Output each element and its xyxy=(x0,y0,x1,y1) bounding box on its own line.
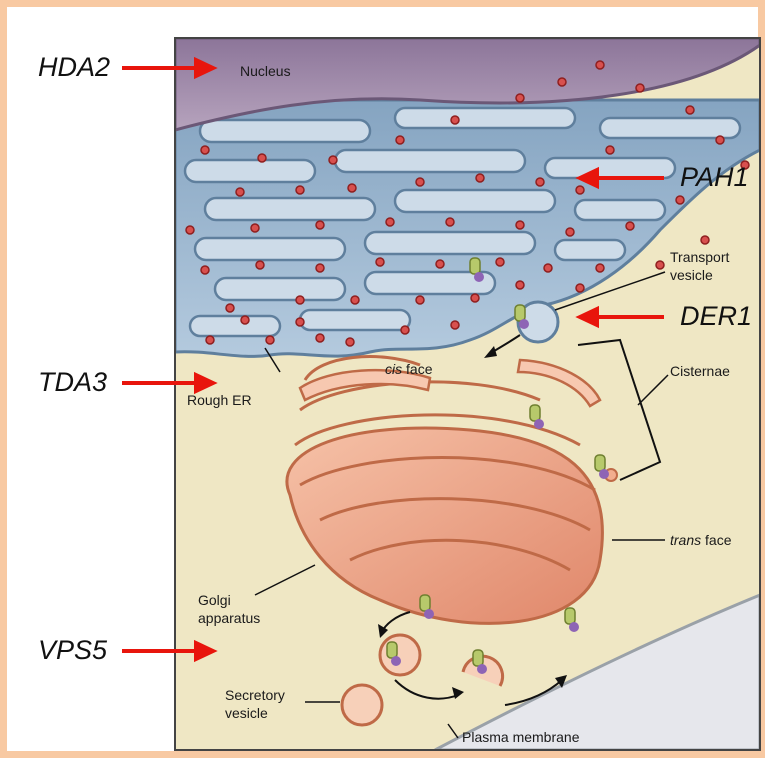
label-cisternae: Cisternae xyxy=(670,363,730,379)
label-golgi-1: Golgi xyxy=(198,592,231,608)
ribosome xyxy=(396,136,404,144)
gene-label-pah1: PAH1 xyxy=(680,162,749,193)
ribosome xyxy=(656,261,664,269)
ribosome xyxy=(536,178,544,186)
ribosome xyxy=(576,186,584,194)
ribosome xyxy=(558,78,566,86)
ribosome xyxy=(206,336,214,344)
ribosome xyxy=(376,258,384,266)
ribosome xyxy=(201,266,209,274)
ribosome xyxy=(701,236,709,244)
golgi-vesicle xyxy=(380,635,420,675)
ribosome xyxy=(416,178,424,186)
ribosome xyxy=(296,186,304,194)
ribosome xyxy=(436,260,444,268)
label-rough-er: Rough ER xyxy=(187,392,252,408)
gene-label-hda2: HDA2 xyxy=(38,52,110,83)
ribosome xyxy=(386,218,394,226)
ribosome xyxy=(266,336,274,344)
ribosome xyxy=(451,321,459,329)
ribosome xyxy=(258,154,266,162)
ribosome xyxy=(596,61,604,69)
label-nucleus: Nucleus xyxy=(240,63,291,79)
gene-label-der1: DER1 xyxy=(680,301,752,332)
ribosome xyxy=(251,224,259,232)
label-secretory-vesicle-1: Secretory xyxy=(225,687,285,703)
ribosome xyxy=(241,316,249,324)
label-cis-face: cis face xyxy=(385,361,433,377)
ribosome xyxy=(446,218,454,226)
ribosome xyxy=(626,222,634,230)
ribosome xyxy=(716,136,724,144)
ribosome xyxy=(544,264,552,272)
gene-label-vps5: VPS5 xyxy=(38,635,107,666)
ribosome xyxy=(636,84,644,92)
ribosome xyxy=(596,264,604,272)
ribosome xyxy=(236,188,244,196)
ribosome xyxy=(401,326,409,334)
ribosome xyxy=(516,281,524,289)
ribosome xyxy=(226,304,234,312)
ribosome xyxy=(329,156,337,164)
label-plasma-membrane: Plasma membrane xyxy=(462,729,580,745)
ribosome xyxy=(296,296,304,304)
label-secretory-vesicle-2: vesicle xyxy=(225,705,268,721)
ribosome xyxy=(201,146,209,154)
ribosome xyxy=(296,318,304,326)
ribosome xyxy=(316,334,324,342)
secretory-vesicle xyxy=(342,685,382,725)
label-transport-vesicle-2: vesicle xyxy=(670,267,713,283)
ribosome xyxy=(676,196,684,204)
ribosome xyxy=(186,226,194,234)
ribosome xyxy=(346,338,354,346)
ribosome xyxy=(256,261,264,269)
ribosome xyxy=(576,284,584,292)
ribosome xyxy=(476,174,484,182)
label-golgi-2: apparatus xyxy=(198,610,260,626)
ribosome xyxy=(451,116,459,124)
ribosome xyxy=(686,106,694,114)
gene-label-tda3: TDA3 xyxy=(38,367,107,398)
ribosome xyxy=(316,264,324,272)
label-trans-face: trans face xyxy=(670,532,732,548)
cell-panel: Nucleus Transport vesicle Cisternae cis … xyxy=(175,38,760,750)
ribosome xyxy=(351,296,359,304)
ribosome xyxy=(516,221,524,229)
ribosome xyxy=(416,296,424,304)
ribosome xyxy=(496,258,504,266)
ribosome xyxy=(316,221,324,229)
ribosome xyxy=(566,228,574,236)
ribosome xyxy=(606,146,614,154)
ribosome xyxy=(516,94,524,102)
ribosome xyxy=(348,184,356,192)
label-transport-vesicle-1: Transport xyxy=(670,249,730,265)
ribosome xyxy=(471,294,479,302)
